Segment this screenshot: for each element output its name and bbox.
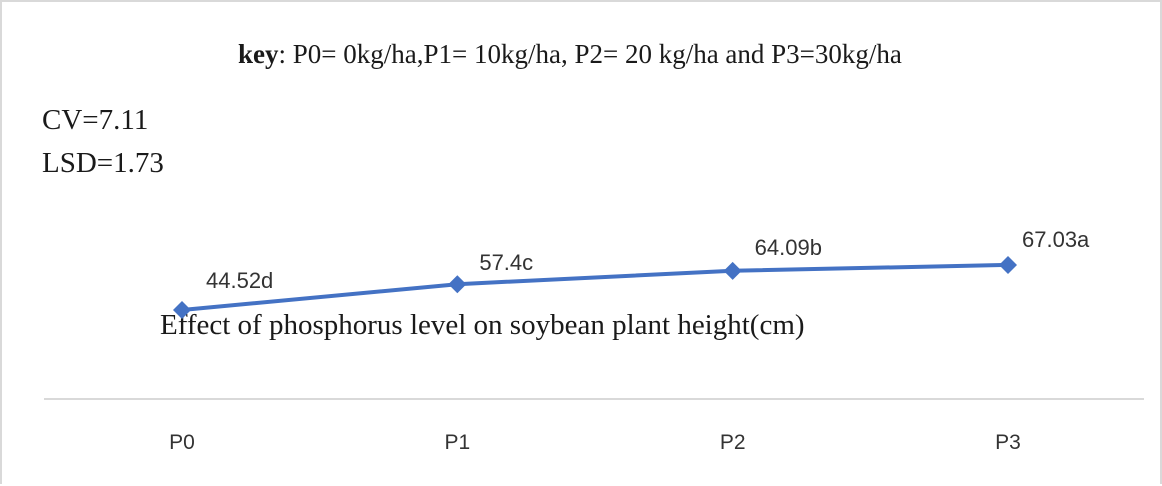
data-label-p2: 64.09b [755, 235, 822, 260]
x-tick-p1: P1 [444, 431, 470, 454]
lsd-label: LSD=1.73 [42, 147, 164, 179]
chart-caption: Effect of phosphorus level on soybean pl… [160, 309, 805, 341]
cv-label: CV=7.11 [42, 104, 148, 136]
data-point-p2 [723, 261, 742, 280]
series-layer [181, 262, 1009, 312]
data-label-p1: 57.4c [479, 250, 533, 275]
x-tick-layer: P0 P1 P2 P3 [169, 431, 1021, 454]
marker-layer [173, 255, 1017, 319]
x-tick-p2: P2 [720, 431, 746, 454]
data-point-p3 [999, 255, 1017, 274]
data-label-p3: 67.03a [1022, 227, 1090, 252]
x-tick-p3: P3 [995, 431, 1021, 454]
series-line [181, 262, 1009, 312]
data-label-p0: 44.52d [206, 268, 273, 293]
data-label-layer: 44.52d 57.4c 64.09b 67.03a [206, 227, 1090, 293]
key-description: : P0= 0kg/ha,P1= 10kg/ha, P2= 20 kg/ha a… [279, 39, 902, 69]
data-point-p1 [448, 275, 467, 294]
key-legend: key: P0= 0kg/ha,P1= 10kg/ha, P2= 20 kg/h… [238, 39, 902, 69]
key-label: key [238, 39, 279, 69]
x-tick-p0: P0 [169, 431, 195, 454]
data-point-p0 [173, 300, 191, 319]
